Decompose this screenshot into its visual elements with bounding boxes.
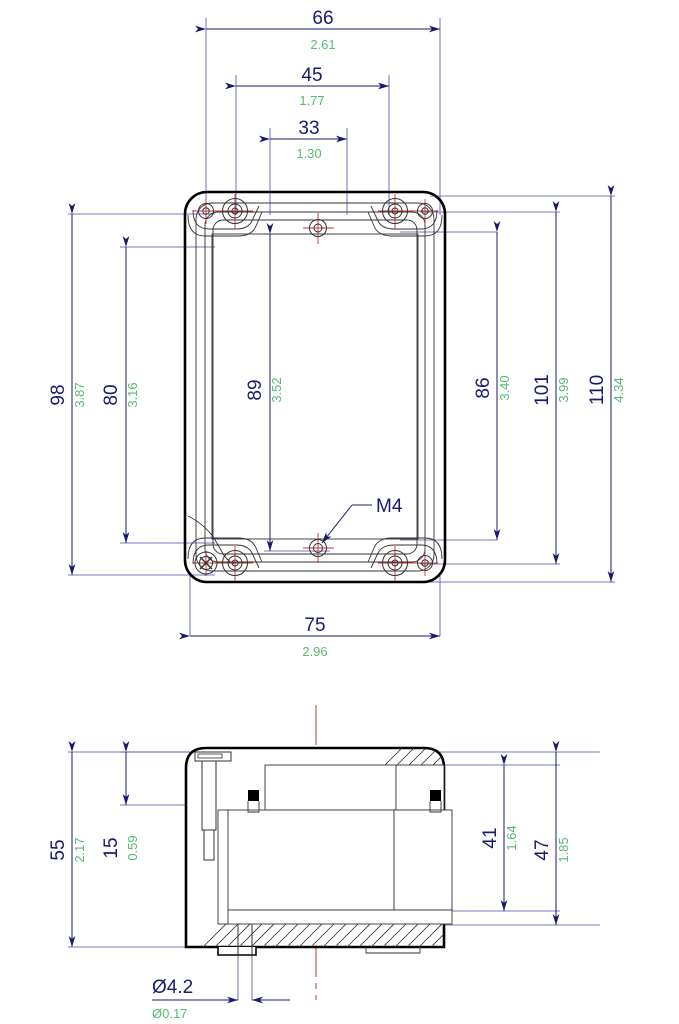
dim-75: 75 2.96: [179, 615, 440, 659]
left-wall-step: [217, 809, 229, 925]
enclosure-outer-outline: [183, 190, 447, 584]
enclosure-lid-edge: [195, 202, 435, 572]
dim-15-mm: 15: [101, 837, 122, 858]
dim-55: 55 2.17: [48, 741, 87, 947]
dim-75-inch: 2.96: [302, 644, 327, 659]
m4-callout: M4: [321, 496, 403, 544]
dim-110-mm: 110: [587, 375, 608, 405]
dim-dia-4-2: Ø4.2 Ø0.17: [152, 977, 290, 1021]
dim-86-inch: 3.40: [497, 375, 512, 400]
dim-66-mm: 66: [312, 8, 333, 29]
dim-98-mm: 98: [48, 384, 69, 405]
m4-leader-line: [321, 504, 353, 544]
cavity-upper-left-block: [264, 764, 397, 811]
dim-15: 15 0.59: [101, 741, 140, 861]
dim-45-inch: 1.77: [299, 93, 324, 108]
dim-55-inch: 2.17: [72, 837, 87, 862]
dim-110-inch: 4.34: [611, 377, 626, 402]
plan-construction-lines: [68, 18, 615, 636]
cavity-right-block: [393, 809, 453, 911]
mounting-holes: [194, 198, 433, 576]
dim-101: 101 3.99: [532, 201, 571, 564]
dim-89-inch: 3.52: [269, 377, 284, 402]
enclosure-inner-edge: [204, 211, 426, 563]
dim-41-inch: 1.64: [504, 825, 519, 850]
dim-98-inch: 3.87: [72, 382, 87, 407]
cavity-upper-right-block: [395, 764, 445, 811]
dim-80-inch: 3.16: [125, 382, 140, 407]
screw-slot-cross: [199, 556, 213, 570]
dim-86-mm: 86: [473, 377, 494, 398]
dim-80: 80 3.16: [101, 236, 140, 543]
dim-55-mm: 55: [48, 839, 69, 860]
cavity-main-block: [225, 809, 395, 911]
seal-tab-right: [430, 790, 441, 801]
dim-89-mm: 89: [245, 379, 266, 400]
section-screw: [194, 751, 232, 861]
dim-45: 45 1.77: [225, 65, 389, 108]
enclosure-cavity-outline: [211, 233, 419, 540]
dim-98: 98 3.87: [48, 203, 87, 575]
dim-66: 66 2.61: [195, 8, 440, 52]
dim-75-mm: 75: [304, 615, 325, 636]
plan-view-geometry: [68, 18, 615, 636]
screw-shaft: [201, 760, 217, 831]
section-bottom-tabs: [217, 947, 257, 956]
seal-tab-outlines: [247, 801, 442, 813]
corner-boss-pockets: [187, 205, 443, 569]
dim-33-inch: 1.30: [296, 146, 321, 161]
dim-80-mm: 80: [101, 384, 122, 405]
dim-45-mm: 45: [301, 65, 322, 86]
cavity-lower-strip: [225, 909, 453, 925]
dim-110: 110 4.34: [587, 185, 626, 582]
screw-thread-tip: [203, 829, 215, 861]
dim-66-inch: 2.61: [310, 37, 335, 52]
bottom-tab-right: [365, 947, 421, 954]
m4-label: M4: [376, 496, 403, 517]
dim-86: 86 3.40: [473, 221, 512, 540]
section-cavity-blocks: [217, 764, 453, 925]
bottom-tab-left: [217, 947, 257, 956]
screw-slot: [197, 753, 223, 759]
dim-dia-inch: Ø0.17: [152, 1006, 187, 1021]
dim-47-mm: 47: [532, 839, 553, 860]
seal-tabs: [248, 790, 441, 801]
section-view-geometry: [68, 705, 600, 1000]
seal-tab-left: [248, 790, 259, 801]
dim-33-mm: 33: [298, 118, 319, 139]
dim-15-inch: 0.59: [125, 835, 140, 860]
dim-41: 41 1.64: [480, 754, 519, 911]
dim-dia-mm: Ø4.2: [152, 977, 193, 998]
hole-centerlines-red: [193, 194, 438, 581]
dim-33: 33 1.30: [259, 118, 347, 161]
dim-47: 47 1.85: [532, 741, 571, 925]
dim-89: 89 3.52: [245, 223, 284, 551]
dim-47-inch: 1.85: [556, 837, 571, 862]
dim-101-mm: 101: [532, 374, 553, 406]
dim-41-mm: 41: [480, 827, 501, 848]
dim-101-inch: 3.99: [556, 377, 571, 402]
bottom-hole-edges: [237, 924, 253, 955]
